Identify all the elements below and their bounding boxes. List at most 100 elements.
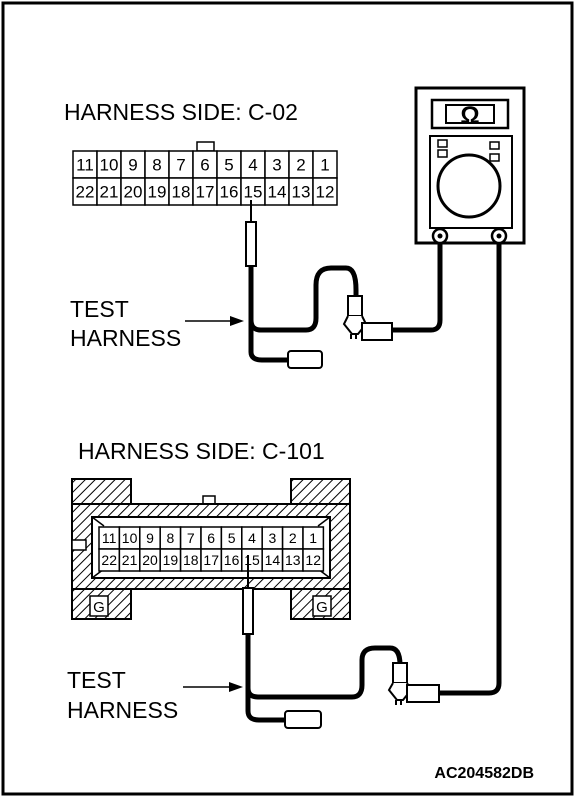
svg-text:13: 13 xyxy=(285,552,301,568)
connector-2-top-pin-3: 3 xyxy=(261,526,284,550)
svg-text:10: 10 xyxy=(122,530,138,546)
connector-1-bottom-pin-18: 18 xyxy=(168,177,194,206)
svg-text:4: 4 xyxy=(248,156,257,175)
svg-text:22: 22 xyxy=(76,183,95,202)
connector-1-top-pin-10: 10 xyxy=(96,150,122,179)
connector-1-bottom-pin-15: 15 xyxy=(240,177,266,206)
connector-2-bottom-pin-22: 22 xyxy=(98,548,121,572)
svg-text:10: 10 xyxy=(100,156,119,175)
arrow-1 xyxy=(185,316,244,326)
test-harness-2 xyxy=(242,243,502,729)
svg-text:8: 8 xyxy=(152,156,161,175)
connector-1-top-pin-11: 11 xyxy=(72,150,98,179)
connector-2-top-pin-9: 9 xyxy=(139,526,161,550)
connector-2-bottom-pin-13: 13 xyxy=(281,548,304,572)
ground-mark-right: G xyxy=(316,599,328,616)
connector-1-top-pin-3: 3 xyxy=(264,150,290,179)
svg-text:14: 14 xyxy=(265,552,281,568)
connector-2-bottom-pin-21: 21 xyxy=(118,548,141,572)
svg-text:18: 18 xyxy=(183,552,199,568)
svg-text:17: 17 xyxy=(203,552,219,568)
svg-text:8: 8 xyxy=(167,530,175,546)
connector-2-top-pin-5: 5 xyxy=(220,526,243,550)
ohm-symbol: Ω xyxy=(460,102,479,129)
connector-2-bottom-pin-18: 18 xyxy=(179,548,202,572)
svg-text:18: 18 xyxy=(172,183,191,202)
connector-2-bottom-pin-17: 17 xyxy=(200,548,223,572)
ground-mark-left: G xyxy=(93,599,105,616)
svg-text:1: 1 xyxy=(320,156,329,175)
svg-text:15: 15 xyxy=(244,552,260,568)
svg-text:16: 16 xyxy=(220,183,239,202)
connector-1-top-pin-5: 5 xyxy=(216,150,242,179)
svg-text:5: 5 xyxy=(224,156,233,175)
test-harness-1-line1: TEST xyxy=(70,296,129,322)
svg-text:3: 3 xyxy=(272,156,281,175)
connector-1-top-pin-8: 8 xyxy=(144,150,170,179)
connector-1-bottom-pin-16: 16 xyxy=(216,177,242,206)
connector-2-bottom-pin-14: 14 xyxy=(261,548,284,572)
test-harness-2-line2: HARNESS xyxy=(67,697,178,723)
svg-text:2: 2 xyxy=(289,530,297,546)
connector-1-top-pin-7: 7 xyxy=(168,150,194,179)
connector-1-bottom-pin-20: 20 xyxy=(120,177,146,206)
connector-1-bottom-pin-13: 13 xyxy=(288,177,314,206)
svg-text:7: 7 xyxy=(187,530,195,546)
connector-1-bottom-pin-12: 12 xyxy=(312,177,338,206)
connector-2-bottom-pin-15: 15 xyxy=(241,548,263,572)
svg-text:11: 11 xyxy=(102,530,117,546)
svg-text:14: 14 xyxy=(268,183,287,202)
connector-1-bottom-pin-14: 14 xyxy=(264,177,290,206)
connector-2-top-pin-11: 11 xyxy=(98,526,121,550)
connector-2-top-pin-2: 2 xyxy=(281,526,304,550)
connector-2-top-pin-8: 8 xyxy=(159,526,182,550)
test-harness-2-line1: TEST xyxy=(67,667,126,693)
svg-text:22: 22 xyxy=(101,552,117,568)
connector-1-top-pin-6: 6 xyxy=(192,150,218,179)
connector-1-top-pin-9: 9 xyxy=(120,150,146,179)
connector-2-top-pin-10: 10 xyxy=(118,526,141,550)
svg-text:9: 9 xyxy=(146,530,154,546)
svg-text:17: 17 xyxy=(196,183,215,202)
meter-dial xyxy=(436,153,502,219)
connector-1-bottom-pin-21: 21 xyxy=(96,177,122,206)
connector-2-bottom-pin-16: 16 xyxy=(220,548,243,572)
svg-text:12: 12 xyxy=(305,552,321,568)
connector-2-label: HARNESS SIDE: C-101 xyxy=(78,438,325,464)
svg-text:19: 19 xyxy=(148,183,167,202)
connector-1-top-pin-4: 4 xyxy=(240,150,266,179)
connector-2-bottom-pin-12: 12 xyxy=(302,548,325,572)
connector-1-bottom-pin-22: 22 xyxy=(72,177,98,206)
connector-2-top-pin-7: 7 xyxy=(179,526,202,550)
svg-text:2: 2 xyxy=(296,156,305,175)
connector-1-label: HARNESS SIDE: C-02 xyxy=(64,99,298,125)
svg-text:6: 6 xyxy=(200,156,209,175)
svg-text:21: 21 xyxy=(100,183,119,202)
connector-2-top-pin-6: 6 xyxy=(200,526,223,550)
svg-text:3: 3 xyxy=(269,530,277,546)
connector-1-top-pin-2: 2 xyxy=(288,150,314,179)
connector-2-bottom-pin-20: 20 xyxy=(139,548,161,572)
svg-text:19: 19 xyxy=(163,552,179,568)
connector-1-bottom-pin-19: 19 xyxy=(144,177,170,206)
connector-2-top-pin-4: 4 xyxy=(241,526,263,550)
svg-text:20: 20 xyxy=(124,183,143,202)
svg-text:13: 13 xyxy=(292,183,311,202)
svg-text:5: 5 xyxy=(228,530,236,546)
multimeter: Ω xyxy=(414,86,526,245)
connector-2-bottom-pin-19: 19 xyxy=(159,548,182,572)
arrow-2 xyxy=(183,682,243,692)
svg-text:6: 6 xyxy=(207,530,215,546)
svg-text:4: 4 xyxy=(248,530,256,546)
svg-text:15: 15 xyxy=(244,183,263,202)
figure-code: AC204582DB xyxy=(434,765,534,782)
svg-text:1: 1 xyxy=(309,530,317,546)
connector-1-top-pin-1: 1 xyxy=(312,150,338,179)
svg-text:9: 9 xyxy=(128,156,137,175)
svg-text:21: 21 xyxy=(122,552,138,568)
svg-text:12: 12 xyxy=(316,183,335,202)
connector-2-top-pin-1: 1 xyxy=(302,526,325,550)
